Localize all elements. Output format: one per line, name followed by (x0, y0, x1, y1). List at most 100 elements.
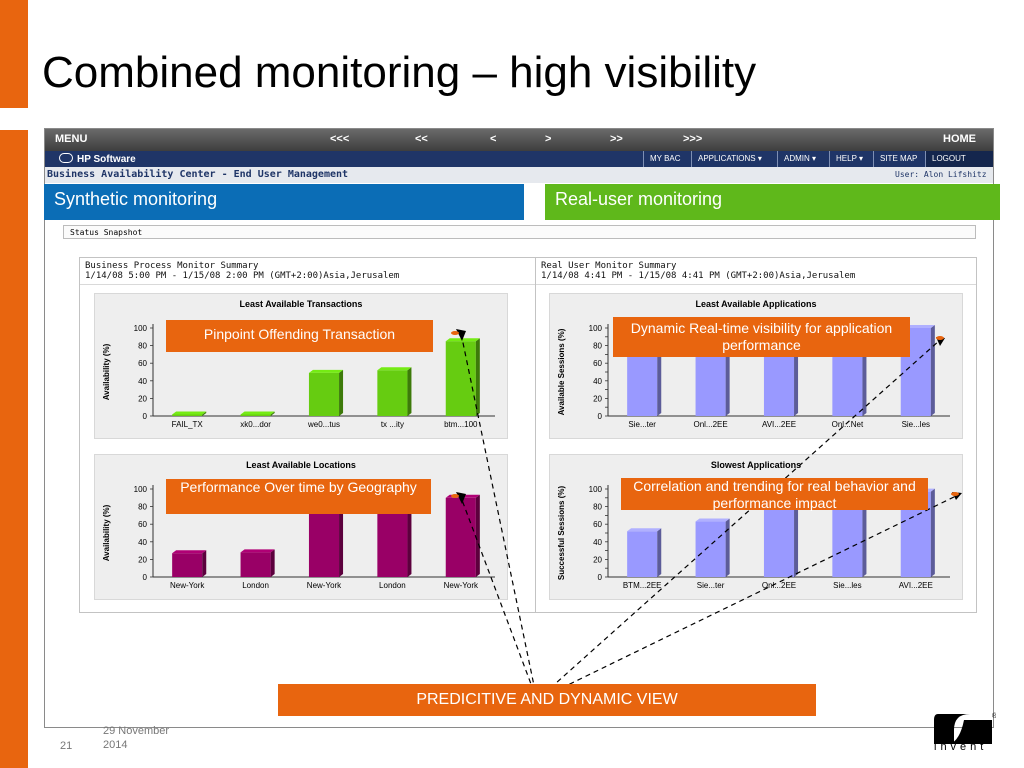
bar (377, 504, 408, 577)
x-tick-label: Sie...ter (697, 581, 725, 590)
y-tick-label: 60 (138, 359, 147, 368)
highlight-dot (451, 494, 459, 498)
svg-text:®: ® (992, 712, 996, 720)
y-tick-label: 60 (593, 520, 602, 529)
callout-dynamic-visibility: Dynamic Real-time visibility for applica… (613, 317, 910, 357)
x-tick-label: BTM...2EE (623, 581, 662, 590)
chart-title: Least Available Transactions (239, 299, 363, 309)
bar-top (172, 411, 207, 415)
nav-applications[interactable]: APPLICATIONS ▾ (691, 151, 768, 167)
y-tick-label: 40 (593, 377, 602, 386)
x-tick-label: London (242, 581, 269, 590)
bar-side (657, 528, 662, 577)
x-tick-label: Sie...les (902, 420, 930, 429)
x-tick-label: Sie...ter (628, 420, 656, 429)
footer-date: 29 November 2014 (103, 725, 170, 751)
y-tick-label: 0 (143, 412, 148, 421)
nav-last-button[interactable]: >>> (683, 133, 703, 145)
y-tick-label: 60 (593, 359, 602, 368)
slide-title: Combined monitoring – high visibility (42, 48, 757, 97)
nav-back-fast-button[interactable]: << (415, 133, 428, 145)
rum-panel-title: Real User Monitor Summary (541, 261, 677, 271)
nav-back-button[interactable]: < (490, 133, 497, 145)
y-tick-label: 20 (138, 555, 147, 564)
hp-invent-wordmark: invent (934, 741, 988, 753)
rum-panel-header: Real User Monitor Summary 1/14/08 4:41 P… (536, 258, 976, 285)
y-tick-label: 40 (138, 377, 147, 386)
connector-line (536, 339, 941, 701)
current-user: User: Alon Lifshitz (895, 170, 987, 179)
x-tick-label: Onl...2EE (762, 581, 796, 590)
bar-side (475, 494, 480, 577)
bar-side (657, 352, 662, 416)
bar-side (794, 490, 799, 577)
bar-side (930, 488, 935, 577)
y-tick-label: 20 (593, 394, 602, 403)
nav-forward-button[interactable]: > (545, 133, 552, 145)
home-button[interactable]: HOME (943, 133, 976, 145)
y-axis-label: Successful Sessions (%) (557, 486, 566, 581)
bar-top (308, 369, 344, 373)
chart-least-available-transactions: Least Available Transactions Availabilit… (94, 293, 508, 439)
x-tick-label: AVI...2EE (899, 581, 933, 590)
x-tick-label: FAIL_TX (172, 420, 204, 429)
bar (377, 370, 408, 416)
connector-line (461, 499, 538, 701)
bpm-panel-header: Business Process Monitor Summary 1/14/08… (80, 258, 536, 285)
bar-side (202, 550, 207, 577)
connector-line (536, 494, 959, 701)
hp-software-label: HP Software (77, 154, 136, 165)
y-tick-label: 100 (134, 324, 148, 333)
bpm-panel-range: 1/14/08 5:00 PM - 1/15/08 2:00 PM (GMT+2… (85, 271, 400, 281)
bar-top (172, 550, 207, 554)
y-axis-label: Availability (%) (102, 504, 111, 561)
x-tick-label: New-York (170, 581, 205, 590)
x-tick-label: AVI...2EE (762, 420, 796, 429)
bar (627, 355, 658, 416)
y-tick-label: 0 (143, 573, 148, 582)
y-tick-label: 0 (598, 412, 603, 421)
nav-first-button[interactable]: <<< (330, 133, 350, 145)
y-tick-label: 80 (593, 503, 602, 512)
menu-button[interactable]: MENU (55, 133, 88, 145)
app-screenshot: MENU <<< << < > >> >>> HOME HP Software … (44, 128, 994, 728)
highlight-dot (951, 492, 959, 496)
x-tick-label: Onl...2EE (693, 420, 727, 429)
y-axis-label: Available Sessions (%) (557, 328, 566, 415)
y-tick-label: 80 (138, 503, 147, 512)
page-number: 21 (60, 740, 73, 752)
y-tick-label: 60 (138, 520, 147, 529)
bar-side (407, 501, 412, 577)
y-tick-label: 100 (134, 485, 148, 494)
bar-top (445, 338, 480, 342)
nav-my-bac[interactable]: MY BAC (643, 151, 687, 167)
y-tick-label: 40 (593, 538, 602, 547)
nav-admin[interactable]: ADMIN ▾ (777, 151, 822, 167)
callout-correlation: Correlation and trending for real behavi… (621, 478, 928, 511)
real-user-monitoring-label: Real-user monitoring (545, 184, 1000, 220)
bar-side (930, 325, 935, 416)
callout-pinpoint: Pinpoint Offending Transaction (166, 320, 433, 352)
x-tick-label: New-York (307, 581, 342, 590)
x-tick-label: btm...100 (444, 420, 478, 429)
bar-side (407, 367, 412, 416)
bar (172, 414, 203, 416)
logout-button[interactable]: LOGOUT (925, 151, 993, 167)
status-snapshot-header: Status Snapshot (63, 225, 976, 239)
bar-side (202, 411, 207, 416)
hp-header-bar: HP Software MY BAC APPLICATIONS ▾ ADMIN … (45, 151, 993, 167)
bar-top (695, 518, 730, 522)
nav-site-map[interactable]: SITE MAP (873, 151, 923, 167)
nav-help[interactable]: HELP ▾ (829, 151, 869, 167)
chart-slowest-applications: Slowest Applications Successful Sessions… (549, 454, 963, 600)
connector-line (461, 337, 538, 701)
bpm-panel-title: Business Process Monitor Summary (85, 261, 259, 271)
nav-forward-fast-button[interactable]: >> (610, 133, 623, 145)
y-tick-label: 0 (598, 573, 603, 582)
x-tick-label: Sie...les (833, 581, 861, 590)
highlight-dot (451, 331, 459, 335)
bar (172, 553, 203, 577)
chart-plot: Successful Sessions (%)020406080100BTM..… (557, 485, 950, 590)
